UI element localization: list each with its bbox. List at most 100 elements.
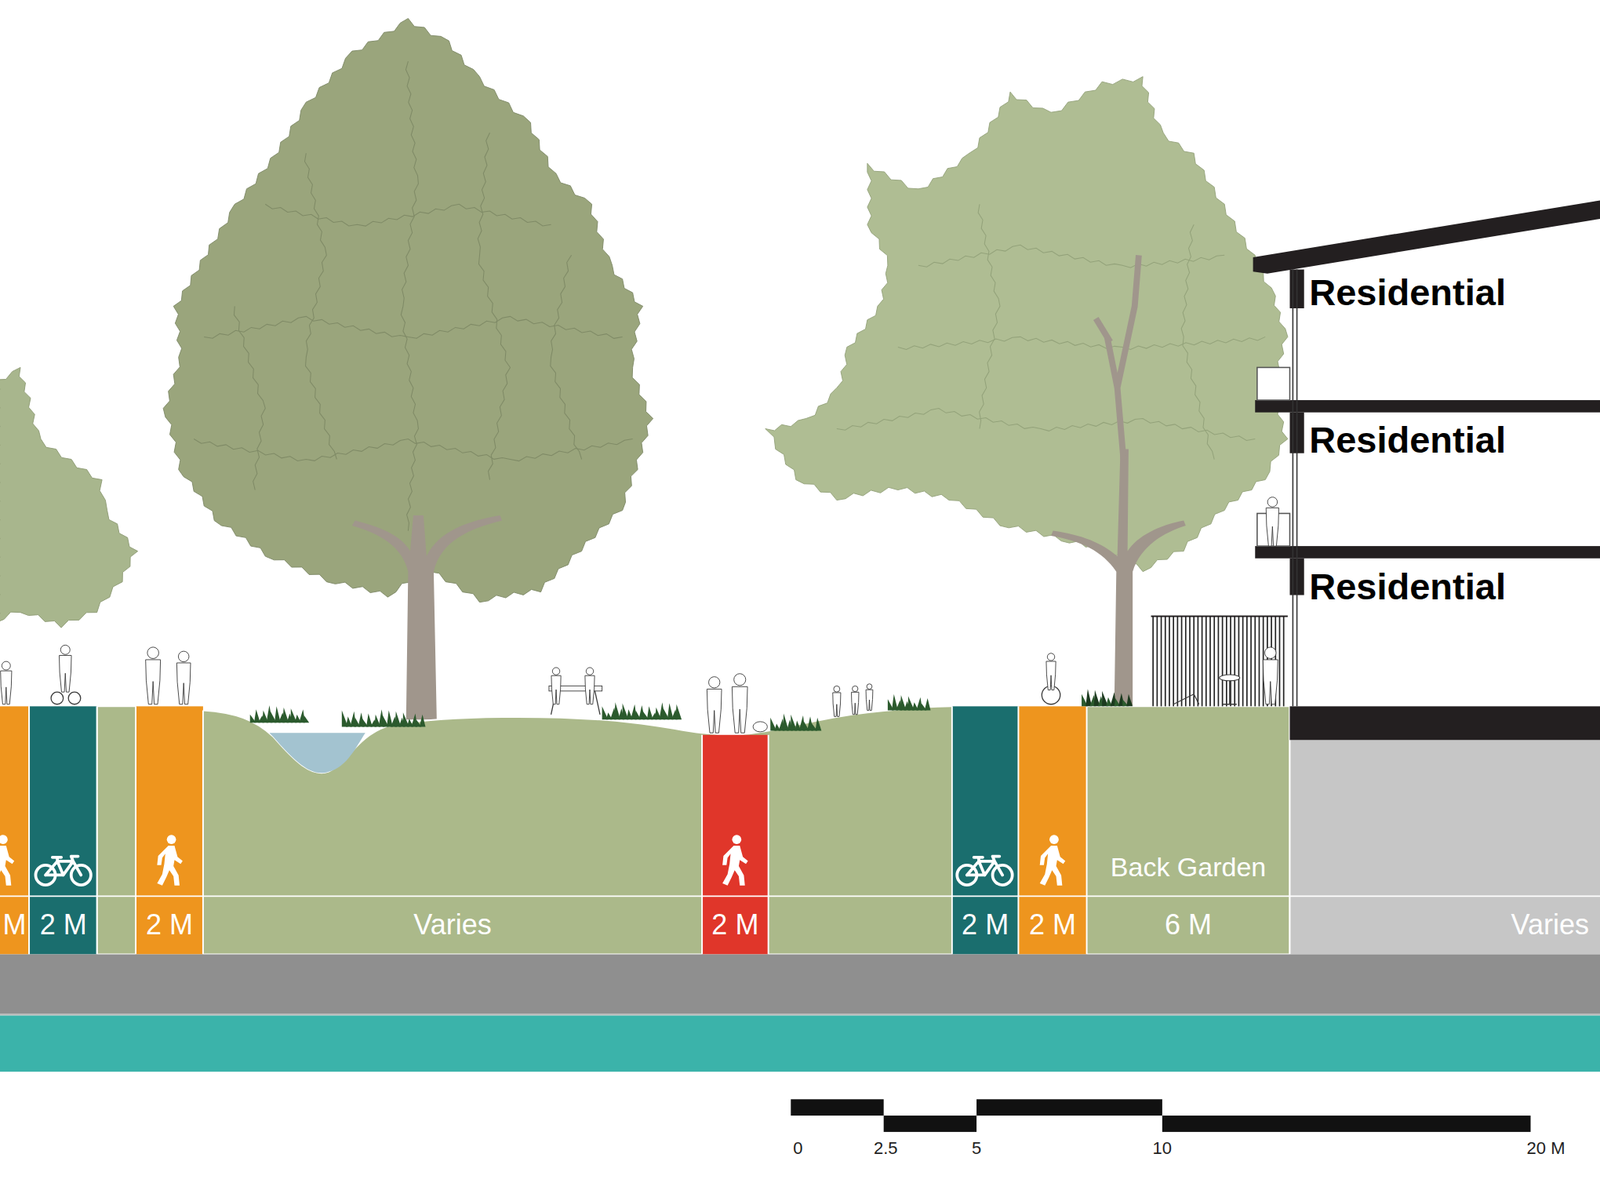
garden-fence [1181, 616, 1183, 706]
scale-bar [1162, 1115, 1531, 1132]
person-figure [147, 647, 160, 659]
building-section [1289, 705, 1600, 740]
garden-fence [1185, 616, 1187, 706]
ground-section [269, 732, 365, 773]
band-label: Varies [1289, 895, 1600, 954]
shrub [302, 715, 310, 723]
ground-section [1086, 705, 1088, 954]
building-section [1151, 615, 1288, 618]
tree-crown [233, 305, 266, 490]
mode-icon [722, 834, 749, 885]
tree-trunk [1050, 449, 1186, 707]
garden-fence [1242, 616, 1244, 706]
ground-section [1289, 739, 1600, 954]
tree-crown [1181, 224, 1215, 459]
garden-fence [1168, 616, 1171, 706]
ground-section [0, 1015, 1600, 1073]
tree-crown [0, 18, 1288, 628]
band-label: 2 M [135, 895, 204, 954]
garden-fence [1233, 616, 1236, 706]
scale-tick: 0 [792, 1138, 803, 1158]
building-section [1257, 367, 1291, 400]
garden-fence [1209, 616, 1211, 706]
ground-section [28, 705, 30, 954]
garden-fence [1279, 616, 1281, 706]
ground-section [96, 705, 99, 954]
garden-fence [1192, 616, 1195, 706]
tree-crown [550, 254, 582, 459]
person-figure [585, 675, 595, 705]
shrub [366, 712, 373, 727]
mode-icon [956, 856, 1012, 885]
tree-crown [163, 18, 653, 602]
ground-section [1017, 705, 1019, 954]
person-figure [0, 497, 1280, 734]
ground-section [134, 705, 137, 954]
mode-icon [35, 856, 91, 885]
garden-fence [1160, 616, 1163, 706]
garden-fence [1225, 616, 1228, 706]
tree-crown [193, 438, 633, 461]
band-label: 2 M [1018, 895, 1087, 954]
garden-fence [1229, 616, 1232, 706]
building-section [1151, 200, 1600, 740]
person-figure [1041, 685, 1060, 704]
garden-fence [1238, 616, 1240, 706]
band-label: Varies [203, 895, 702, 954]
ground-section [97, 705, 1291, 954]
person-figure [585, 667, 593, 675]
shrub [815, 717, 822, 731]
ground-section [1289, 705, 1291, 954]
band-label: Back Garden6 M [1087, 837, 1291, 954]
garden-fence [1213, 616, 1215, 706]
garden-fence [1172, 616, 1175, 706]
band-label: 2 M [29, 895, 98, 954]
ground-section [0, 705, 1600, 954]
tree-crown [203, 316, 622, 339]
person-figure [1262, 659, 1278, 705]
ground-section [952, 705, 1019, 954]
building-section [1296, 269, 1299, 707]
ground-section [202, 710, 204, 955]
person-figure [833, 685, 840, 692]
shrub [250, 688, 1133, 731]
shrub [254, 709, 261, 723]
scale-tick: 5 [971, 1138, 982, 1158]
width-dimension: 2 M [40, 895, 88, 954]
building-section [1254, 400, 1600, 413]
person-figure [145, 659, 161, 705]
person-figure [551, 675, 561, 705]
width-dimension: 6 M [1164, 895, 1212, 954]
person-figure [1, 661, 11, 670]
person-figure [1264, 647, 1277, 659]
band-label: M [0, 895, 29, 954]
person-figure [752, 721, 768, 732]
tree-crown [0, 367, 139, 628]
width-dimension: 2 M [711, 895, 759, 954]
ground-section [0, 705, 29, 954]
person-figure [731, 686, 748, 733]
person-figure [706, 688, 722, 733]
person-figure [0, 670, 12, 705]
scale-bar [883, 1115, 977, 1132]
shrub [675, 704, 682, 720]
person-figure [852, 685, 859, 691]
mode-icon [1040, 834, 1066, 885]
tree-crown [304, 152, 337, 459]
tree-trunk [1095, 254, 1139, 459]
person-figure [1265, 507, 1279, 546]
ground-section [0, 705, 1600, 1072]
person-figure [1047, 653, 1055, 661]
width-dimension: 2 M [145, 895, 193, 954]
building-section [1292, 269, 1295, 707]
tree-crown [477, 132, 510, 480]
garden-fence [1283, 616, 1285, 706]
mode-icon [0, 834, 15, 885]
garden-fence [1250, 616, 1252, 706]
ground-section [0, 954, 1600, 1014]
garden-fence [1221, 616, 1224, 706]
ground-section [701, 734, 769, 955]
person-figure [832, 692, 841, 717]
garden-fence [1201, 616, 1204, 706]
garden-fence [1152, 616, 1154, 706]
